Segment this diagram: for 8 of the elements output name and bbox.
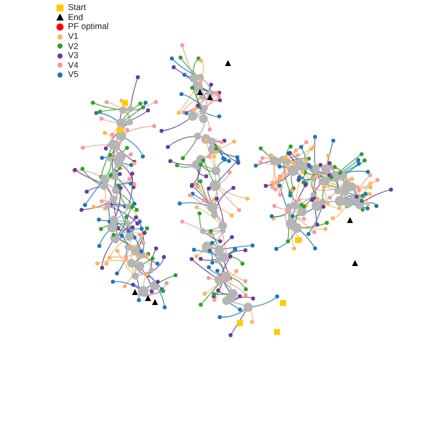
- legend-label: V4: [68, 60, 78, 70]
- legend-label: V2: [68, 42, 78, 51]
- legend-label: V5: [68, 70, 78, 80]
- legend-label: End: [68, 12, 84, 22]
- legend-label: PF optimal: [68, 22, 109, 32]
- legend-label: V1: [68, 32, 78, 42]
- legend-label: V3: [68, 51, 78, 60]
- legend-label: Start: [68, 3, 86, 12]
